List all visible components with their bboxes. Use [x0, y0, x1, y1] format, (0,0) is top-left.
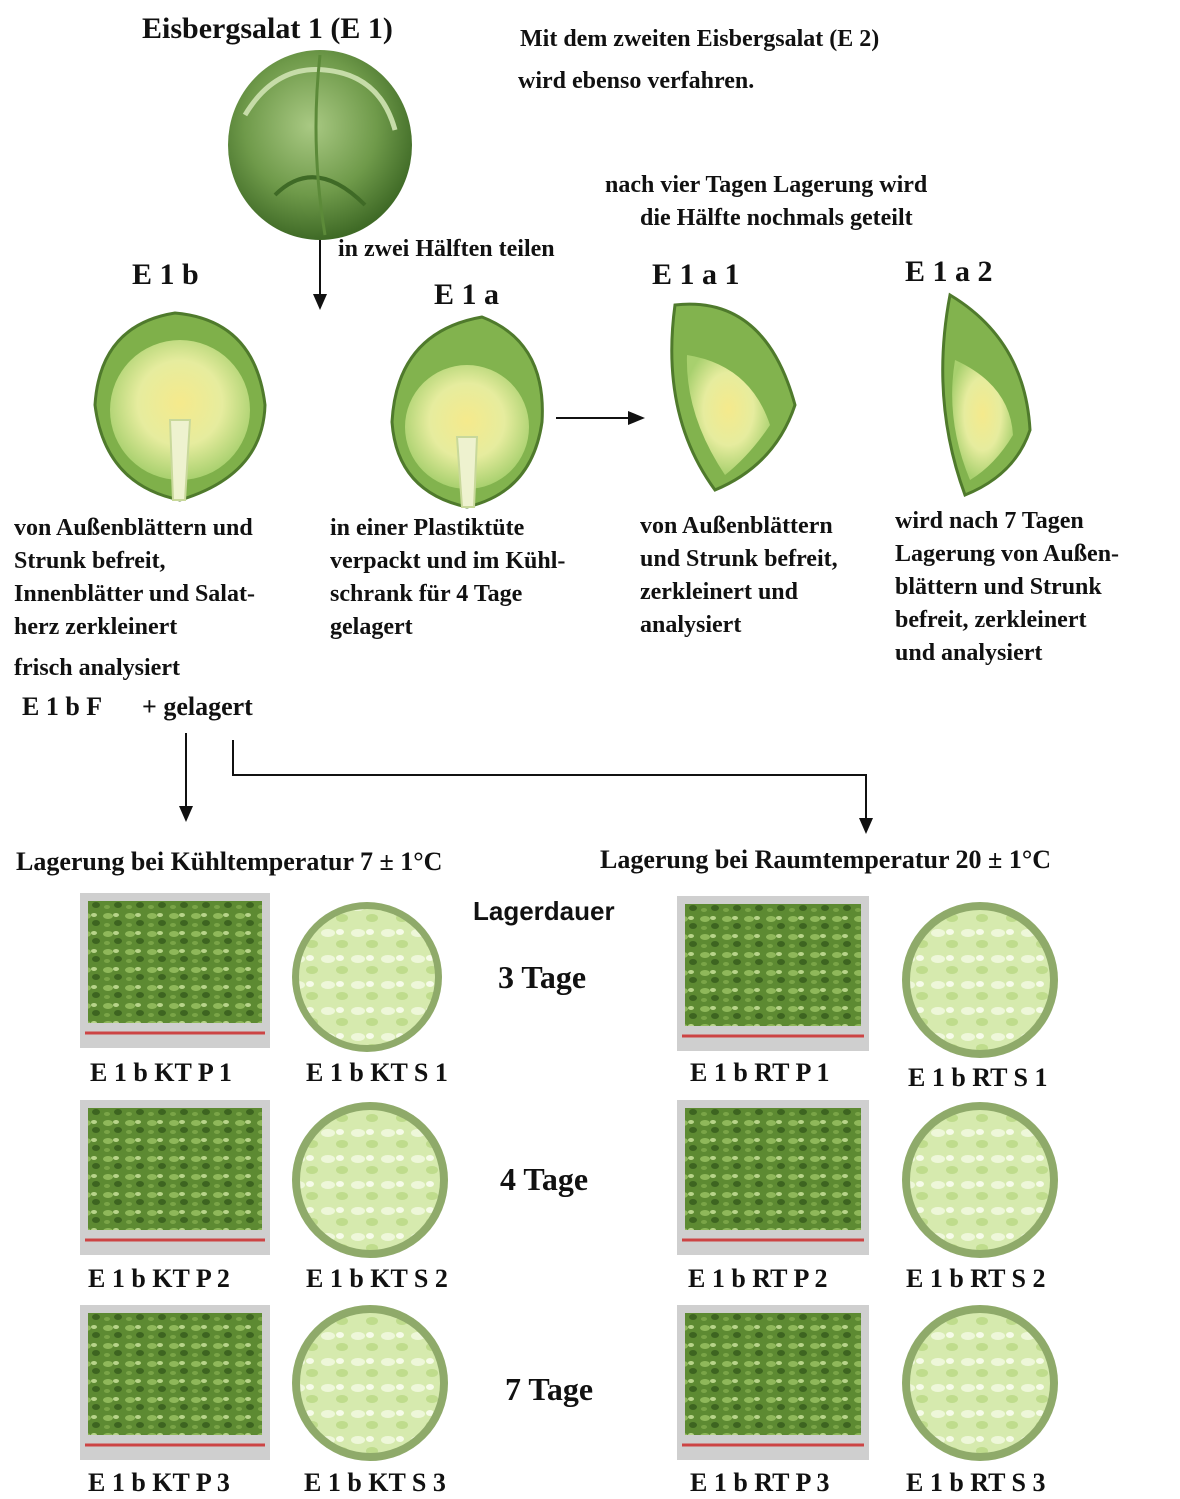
- code-rt-s3: E 1 b RT S 3: [906, 1468, 1046, 1498]
- code-kt-s1: E 1 b KT S 1: [306, 1058, 448, 1088]
- duration-7-days: 7 Tage: [505, 1372, 593, 1407]
- code-kt-p3: E 1 b KT P 3: [88, 1468, 230, 1498]
- code-rt-s1: E 1 b RT S 1: [908, 1063, 1048, 1093]
- duration-4-days: 4 Tage: [500, 1162, 588, 1197]
- code-rt-p1: E 1 b RT P 1: [690, 1058, 829, 1088]
- room-storage-title: Lagerung bei Raumtemperatur 20 ± 1°C: [600, 846, 1051, 875]
- duration-3-days: 3 Tage: [498, 960, 586, 995]
- code-kt-s3: E 1 b KT S 3: [304, 1468, 446, 1498]
- bag-sample-kt-p3-image: [80, 1305, 270, 1460]
- code-kt-p1: E 1 b KT P 1: [90, 1058, 232, 1088]
- bag-sample-rt-p2-image: [677, 1100, 869, 1255]
- bag-sample-kt-p1-image: [80, 893, 270, 1048]
- dish-sample-kt-s2-image: [290, 1100, 450, 1260]
- dish-sample-kt-s3-image: [290, 1303, 450, 1463]
- storage-duration-label: Lagerdauer: [473, 897, 615, 926]
- code-rt-s2: E 1 b RT S 2: [906, 1264, 1046, 1294]
- cool-storage-title: Lagerung bei Kühltemperatur 7 ± 1°C: [16, 848, 442, 877]
- code-kt-p2: E 1 b KT P 2: [88, 1264, 230, 1294]
- bag-sample-rt-p3-image: [677, 1305, 869, 1460]
- code-kt-s2: E 1 b KT S 2: [306, 1264, 448, 1294]
- dish-sample-rt-s1-image: [900, 900, 1060, 1060]
- bag-sample-kt-p2-image: [80, 1100, 270, 1255]
- dish-sample-kt-s1-image: [290, 900, 445, 1055]
- dish-sample-rt-s2-image: [900, 1100, 1060, 1260]
- dish-sample-rt-s3-image: [900, 1303, 1060, 1463]
- code-rt-p2: E 1 b RT P 2: [688, 1264, 827, 1294]
- bag-sample-rt-p1-image: [677, 896, 869, 1051]
- code-rt-p3: E 1 b RT P 3: [690, 1468, 829, 1498]
